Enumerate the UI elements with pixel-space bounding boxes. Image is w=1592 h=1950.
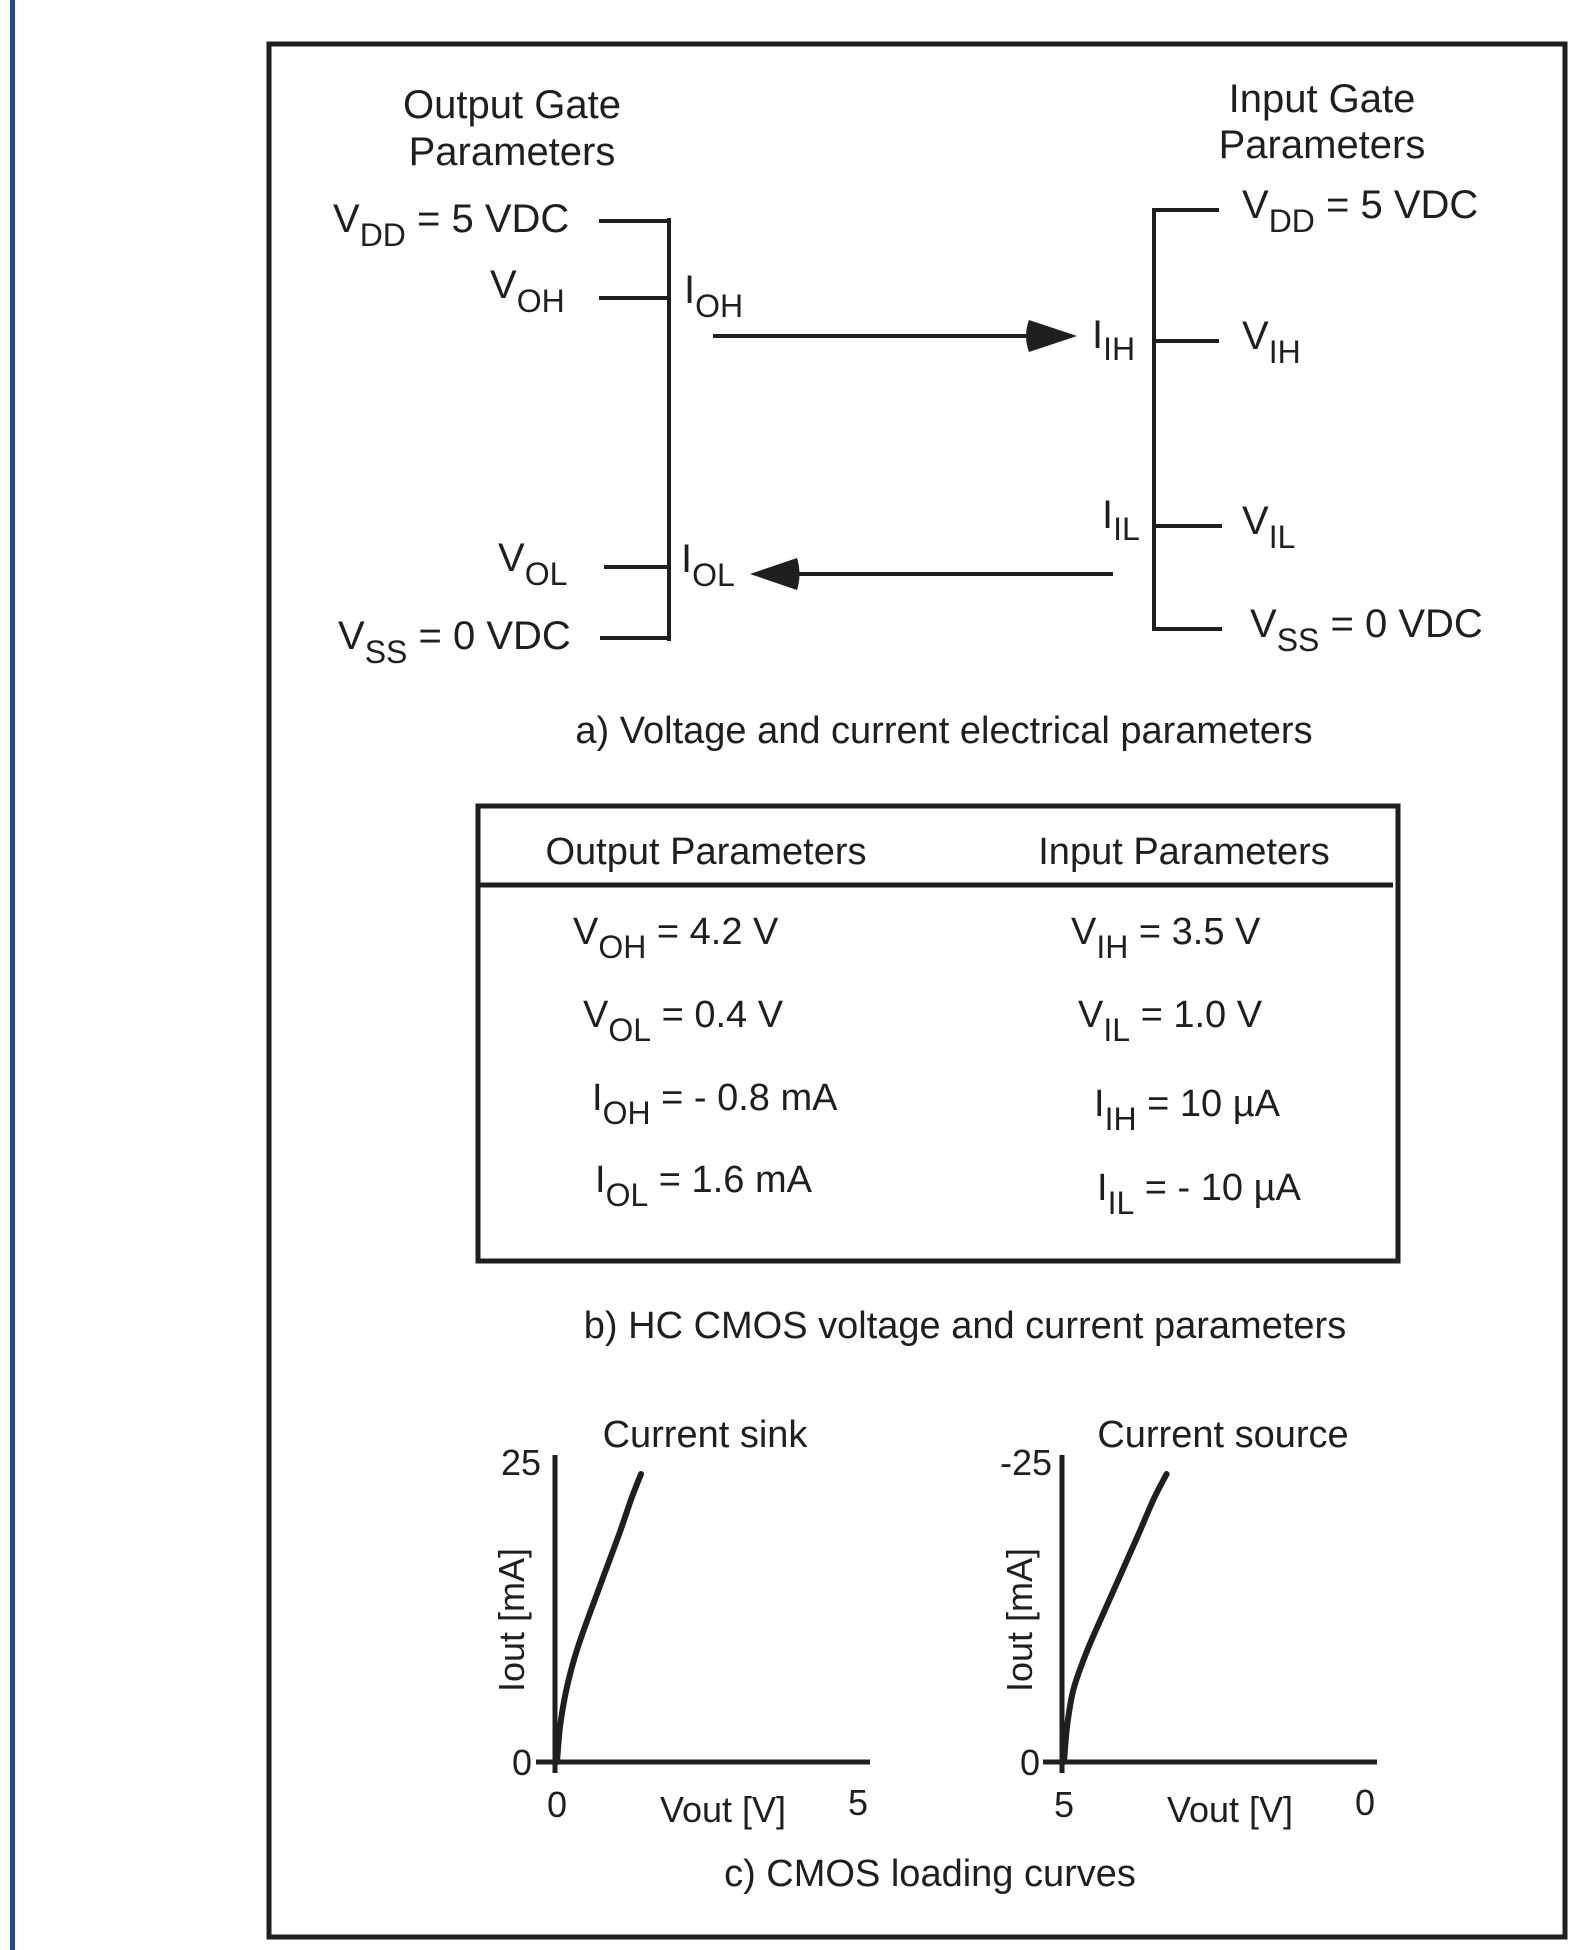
- current-source-chart: Current source -25 0 5 0 Vout [V] Iout […: [999, 1414, 1377, 1830]
- table-cell-input-row3: IIH = 10 µA: [1094, 1083, 1281, 1137]
- y-axis-label: Iout [mA]: [999, 1548, 1040, 1692]
- input-vss-label: VSS = 0 VDC: [1250, 602, 1483, 658]
- iih-label: IIH: [1092, 313, 1135, 367]
- arrow-right-icon: [1026, 320, 1077, 352]
- iil-label: IIL: [1102, 493, 1140, 547]
- x-tick-label-left: 0: [547, 1784, 567, 1825]
- output-vdd-label: VDD = 5 VDC: [333, 197, 569, 253]
- section-a-electrical-parameters: Output Gate Parameters Input Gate Parame…: [333, 77, 1483, 752]
- output-vol-label: VOL: [498, 536, 567, 592]
- table-header-input: Input Parameters: [1038, 831, 1329, 873]
- section-a-caption: a) Voltage and current electrical parame…: [575, 710, 1312, 752]
- table-header-output: Output Parameters: [545, 831, 866, 873]
- section-c-loading-curves: Current sink 25 0 0 5 Vout [V] Iout [mA]…: [491, 1414, 1377, 1895]
- section-b-parameter-table: Output Parameters Input Parameters VOH =…: [475, 803, 1401, 1347]
- y-axis-label: Iout [mA]: [491, 1548, 532, 1692]
- table-cell-output-row2: VOL = 0.4 V: [583, 994, 784, 1048]
- current-sink-curve: [554, 1471, 644, 1765]
- current-sink-chart: Current sink 25 0 0 5 Vout [V] Iout [mA]: [491, 1414, 870, 1830]
- table-cell-input-row4: IIL = - 10 µA: [1097, 1167, 1301, 1221]
- section-c-caption: c) CMOS loading curves: [724, 1853, 1136, 1895]
- table-cell-input-row2: VIL = 1.0 V: [1078, 994, 1263, 1048]
- table-cell-output-row4: IOL = 1.6 mA: [595, 1159, 813, 1213]
- chart-title: Current sink: [603, 1414, 809, 1456]
- iol-label: IOL: [681, 537, 735, 593]
- y-tick-label-top: -25: [1000, 1442, 1052, 1483]
- parameter-table-frame: [475, 803, 1401, 1264]
- table-cell-output-row1: VOH = 4.2 V: [573, 911, 779, 965]
- chart-title: Current source: [1097, 1414, 1348, 1456]
- arrow-left-icon: [750, 558, 800, 590]
- output-gate-title-line2: Parameters: [409, 130, 616, 174]
- input-vil-label: VIL: [1242, 499, 1295, 555]
- section-b-caption: b) HC CMOS voltage and current parameter…: [584, 1305, 1346, 1347]
- input-gate-title-line2: Parameters: [1219, 123, 1426, 167]
- x-tick-label-right: 5: [848, 1782, 868, 1823]
- y-tick-label-top: 25: [501, 1442, 541, 1483]
- y-tick-label-bottom: 0: [512, 1742, 532, 1783]
- x-tick-label-right: 0: [1355, 1782, 1375, 1823]
- input-vih-label: VIH: [1242, 314, 1301, 370]
- input-gate-title-line1: Input Gate: [1229, 77, 1416, 121]
- ioh-label: IOH: [684, 268, 743, 324]
- output-voh-label: VOH: [490, 263, 565, 319]
- input-vdd-label: VDD = 5 VDC: [1242, 183, 1478, 239]
- y-tick-label-bottom: 0: [1020, 1742, 1040, 1783]
- table-cell-output-row3: IOH = - 0.8 mA: [592, 1077, 838, 1131]
- left-margin-rule: [10, 0, 15, 1950]
- output-vss-label: VSS = 0 VDC: [338, 614, 571, 670]
- x-axis-label: Vout [V]: [660, 1789, 786, 1830]
- output-gate-title-line1: Output Gate: [403, 83, 621, 127]
- table-cell-input-row1: VIH = 3.5 V: [1071, 911, 1261, 965]
- x-axis-label: Vout [V]: [1167, 1789, 1293, 1830]
- current-source-curve: [1061, 1471, 1170, 1765]
- x-tick-label-left: 5: [1054, 1784, 1074, 1825]
